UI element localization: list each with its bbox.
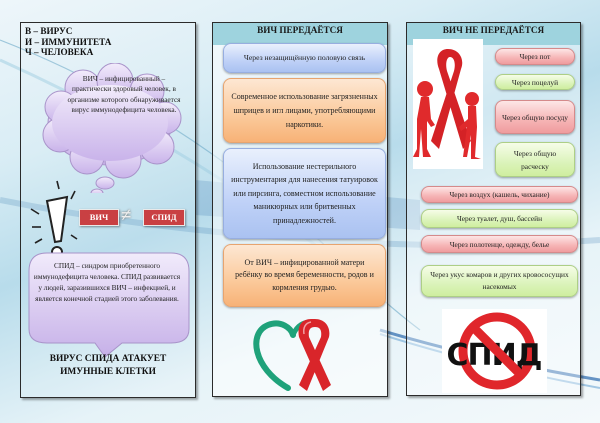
transmission-item: Современное использование загрязненных ш… [223, 78, 386, 143]
acronym-line-ch: Ч – ЧЕЛОВЕКА [25, 47, 94, 57]
caption-line-2: ИМУННЫЕ КЛЕТКИ [60, 367, 156, 377]
transmission-item: От ВИЧ – инфицированной матери ребёнку в… [223, 244, 386, 307]
non-transmission-item: Через воздух (кашель, чихание) [421, 186, 578, 203]
non-transmission-item: Через туалет, душ, бассейн [421, 209, 578, 228]
red-ribbon-people-icon [413, 39, 483, 169]
panel-header: ВИЧ ПЕРЕДАЁТСЯ [213, 23, 387, 45]
transmission-item: Через незащищённую половую связь [223, 43, 386, 73]
non-transmission-item: Через поцелуй [495, 74, 575, 90]
panel-hiv-transmitted: ВИЧ ПЕРЕДАЁТСЯ Через незащищённую полову… [212, 22, 388, 397]
aids-tag: СПИД [143, 209, 185, 226]
acronym-definition: В – ВИРУС И – ИММУНИТЕТА Ч – ЧЕЛОВЕКА [25, 26, 111, 58]
heart-ribbon-icon [253, 319, 331, 391]
non-transmission-item: Через укус комаров и других кровососущих… [421, 265, 578, 297]
panel-hiv-not-transmitted: ВИЧ НЕ ПЕРЕДАЁТСЯ Через пот Через поцелу… [406, 22, 581, 396]
transmission-item: Использование нестерильного инструментар… [223, 148, 386, 239]
panel-hiv-definition: В – ВИРУС И – ИММУНИТЕТА Ч – ЧЕЛОВЕКА [20, 22, 196, 398]
acronym-line-v: В – ВИРУС [25, 26, 73, 36]
not-equal-icon: ≠ [121, 205, 132, 226]
hiv-infected-definition: ВИЧ – инфицированный – практически здоро… [67, 74, 181, 114]
non-transmission-item: Через общую расческу [495, 142, 575, 177]
hiv-tag: ВИЧ [79, 209, 119, 226]
aids-definition: СПИД – синдром приобретенного иммунодефи… [33, 261, 181, 303]
prohibition-icon: СПИД [447, 312, 542, 390]
no-aids-sign: СПИД [442, 309, 547, 393]
non-transmission-item: Через полотенце, одежду, белье [421, 235, 578, 253]
virus-attack-caption: ВИРУС СПИДА АТАКУЕТ ИМУННЫЕ КЛЕТКИ [21, 353, 195, 379]
acronym-line-i: И – ИММУНИТЕТА [25, 36, 112, 47]
speech-bubble [28, 252, 190, 358]
thought-cloud [42, 63, 182, 193]
non-transmission-item: Через общую посуду [495, 100, 575, 134]
caption-line-1: ВИРУС СПИДА АТАКУЕТ [49, 354, 167, 364]
non-transmission-item: Через пот [495, 48, 575, 65]
